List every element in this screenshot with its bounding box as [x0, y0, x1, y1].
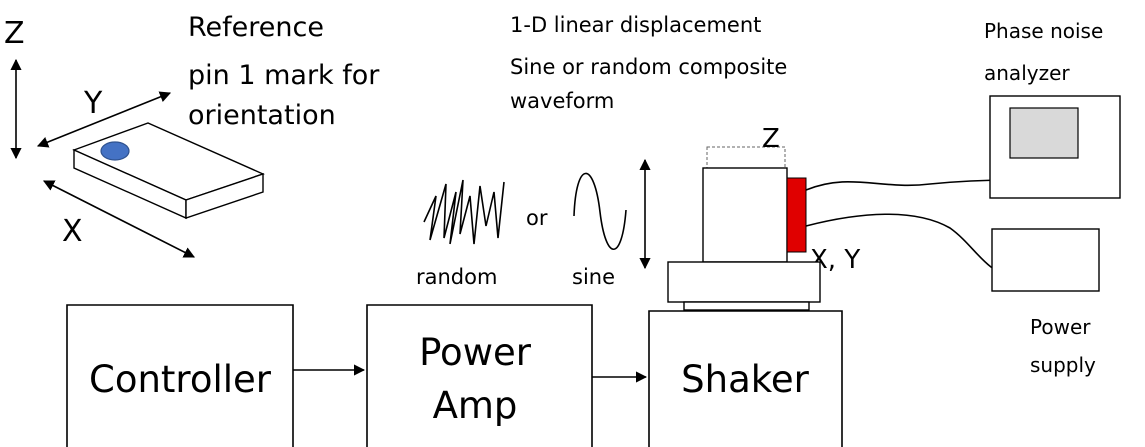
or-label: or: [526, 206, 548, 230]
power-amp-label-line2: Amp: [433, 384, 518, 427]
random-label: random: [416, 265, 497, 289]
pin1-mark-icon: [100, 141, 130, 161]
controller-block: Controller: [66, 304, 294, 447]
fixture-block: [702, 167, 788, 263]
y-axis-label: Y: [83, 86, 103, 121]
dut-sensor: [786, 177, 807, 253]
analyzer-label-line1: Phase noise: [984, 19, 1103, 43]
power-supply: Power supply: [991, 228, 1100, 377]
power-amp-label-line1: Power: [419, 331, 532, 374]
phase-noise-analyzer: Phase noise analyzer: [984, 19, 1121, 199]
analyzer-label-line2: analyzer: [984, 61, 1070, 85]
reference-note: Reference pin 1 mark for orientation: [188, 12, 380, 131]
power-amp-block: Power Amp: [366, 304, 593, 447]
y-axis-arrow: [36, 91, 172, 148]
controller-label: Controller: [89, 358, 272, 401]
random-waveform-icon: [423, 179, 505, 245]
sine-label: sine: [572, 265, 615, 289]
dut-z-label: Z: [762, 124, 780, 154]
dut-fixture: Z X, Y: [667, 124, 860, 311]
power-supply-label-line1: Power: [1030, 315, 1091, 339]
sine-waveform-icon: [573, 172, 627, 250]
reference-note-line1: Reference: [188, 12, 324, 43]
sine-waveform: sine: [572, 172, 627, 289]
shaker-block: Shaker: [648, 310, 843, 447]
analyzer-screen: [1009, 107, 1079, 159]
z-axis-label: Z: [4, 16, 25, 51]
shaker-table-base: [683, 301, 810, 311]
random-waveform: random: [416, 179, 505, 289]
displacement-note-line3: waveform: [510, 89, 614, 113]
power-amp-box: [366, 304, 593, 447]
shaker-table: [667, 261, 821, 303]
displacement-note-line1: 1-D linear displacement: [510, 13, 761, 37]
shaker-box: [648, 310, 843, 447]
reference-axes: Z Y X: [4, 16, 195, 258]
power-supply-box: [991, 228, 1100, 292]
power-cable: [805, 213, 1013, 277]
displacement-note: 1-D linear displacement Sine or random c…: [510, 13, 787, 113]
package-side: [185, 173, 264, 219]
x-axis-arrow: [43, 180, 195, 258]
power-supply-label-line2: supply: [1030, 353, 1096, 377]
analyzer-cable: [805, 179, 1014, 191]
reference-note-line2: pin 1 mark for: [188, 60, 380, 91]
component-package: [72, 122, 265, 220]
x-axis-label: X: [62, 214, 83, 249]
reference-note-line3: orientation: [188, 100, 336, 131]
controller-box: [66, 304, 294, 447]
shaker-label: Shaker: [681, 358, 809, 401]
displacement-note-line2: Sine or random composite: [510, 55, 787, 79]
